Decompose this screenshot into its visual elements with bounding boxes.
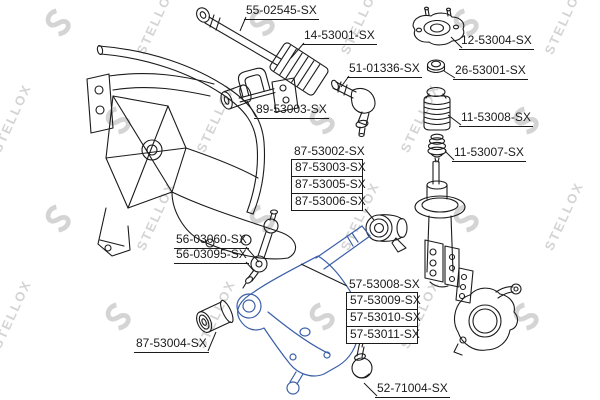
part-label-87-53002[interactable]: 87-53002-SX (294, 144, 365, 158)
svg-text:STELLOX: STELLOX (133, 0, 178, 57)
part-label-26-53001[interactable]: 26-53001-SX (453, 63, 528, 80)
part-label-55-02545[interactable]: 55-02545-SX (244, 3, 319, 20)
arm-front-bushing-drawing (196, 299, 234, 333)
svg-text:STELLOX: STELLOX (541, 0, 586, 57)
svg-text:STELLOX: STELLOX (193, 81, 238, 154)
svg-text:STELLOX: STELLOX (0, 81, 34, 154)
steering-boot-drawing (269, 42, 329, 96)
part-label-11-53008[interactable]: 11-53008-SX (459, 110, 533, 127)
knuckle-drawing (453, 267, 522, 356)
part-label-56-03095[interactable]: 56-03095-SX (174, 247, 249, 264)
stabilizer-link-drawing (242, 209, 279, 289)
svg-text:STELLOX: STELLOX (541, 179, 586, 252)
part-label-87-53005[interactable]: 87-53005-SX (291, 176, 366, 194)
subframe-drawing (86, 73, 299, 260)
part-label-11-53007[interactable]: 11-53007-SX (452, 145, 526, 162)
strut-boot-drawing (423, 86, 451, 131)
svg-text:STELLOX: STELLOX (0, 277, 34, 350)
part-label-89-53003[interactable]: 89-53003-SX (254, 102, 329, 119)
part-label-14-53001[interactable]: 14-53001-SX (302, 28, 377, 45)
stabilizer-bar-drawing (96, 45, 266, 215)
part-label-56-03060[interactable]: 56-03060-SX (174, 232, 249, 249)
part-label-87-53004[interactable]: 87-53004-SX (134, 336, 209, 353)
part-label-57-53008[interactable]: 57-53008-SX (349, 277, 420, 291)
inner-tie-rod-drawing (196, 7, 282, 66)
part-label-87-53006[interactable]: 87-53006-SX (291, 193, 366, 211)
strut-nut-drawing (426, 59, 446, 74)
bump-stop-drawing (427, 133, 447, 163)
part-label-87-53003[interactable]: 87-53003-SX (291, 159, 366, 177)
part-label-57-53011[interactable]: 57-53011-SX (346, 326, 420, 344)
control-arm-option-group: 57-53008-SX 57-53009-SX 57-53010-SX 57-5… (346, 277, 421, 344)
part-label-52-71004[interactable]: 52-71004-SX (375, 381, 450, 398)
strut-mount-drawing (412, 6, 465, 46)
part-label-57-53010-selected[interactable]: 57-53010-SX (346, 309, 421, 327)
tie-rod-end-drawing (331, 79, 376, 138)
part-label-51-01336[interactable]: 51-01336-SX (347, 61, 422, 78)
part-label-12-53004[interactable]: 12-53004-SX (459, 33, 534, 50)
arm-rear-bushing-drawing (365, 214, 408, 253)
part-label-57-53009[interactable]: 57-53009-SX (346, 292, 421, 310)
arm-bushing-option-group: 87-53002-SX 87-53003-SX 87-53005-SX 87-5… (291, 144, 366, 211)
strut-drawing (414, 160, 466, 288)
stabilizer-bushing-drawing (220, 67, 276, 110)
